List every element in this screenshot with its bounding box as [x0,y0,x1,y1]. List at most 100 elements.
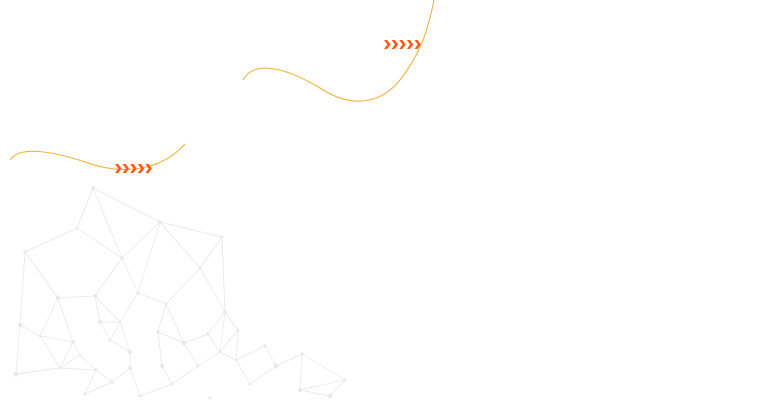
chevron-arrows-upper [384,40,421,49]
network-link [39,297,59,337]
network-link [59,367,97,371]
network-link [84,369,97,395]
network-link [299,389,331,397]
network-node [273,363,279,369]
network-link [119,292,139,323]
network-link [235,345,266,361]
network-link [224,311,239,331]
network-node [13,371,19,377]
network-link [165,267,201,305]
network-link [183,333,209,344]
network-node [236,328,240,332]
network-link [72,341,81,356]
network-node [97,319,103,325]
network-link [111,367,131,383]
network-node [75,226,79,230]
network-node [91,186,95,190]
network-link [299,379,346,391]
network-node [138,394,142,398]
network-node [23,250,27,254]
network-node [208,396,212,400]
network-link [235,359,251,385]
network-node [218,350,222,354]
network-link [59,341,74,369]
network-node [248,382,252,386]
network-link [219,329,239,353]
chevron-right-icon [130,164,137,173]
network-link [15,367,61,375]
network-node [196,364,200,368]
network-link [109,321,121,341]
network-node [136,291,140,295]
network-link [39,335,61,369]
network-link [159,221,201,269]
chevron-right-icon [122,164,130,173]
network-link [161,365,173,385]
network-link [249,365,277,385]
network-mesh [13,186,347,400]
network-node [55,295,61,301]
network-link [76,227,123,259]
network-link [57,295,96,299]
network-link [157,303,167,333]
chevron-arrows-lower [115,164,152,173]
network-node [198,266,202,270]
network-node [327,393,333,399]
network-link [15,324,21,375]
network-link [99,321,111,341]
network-link [94,295,121,323]
network-link [157,331,185,344]
network-node [170,382,174,386]
network-link [79,354,97,371]
network-node [58,366,62,370]
network-link [84,381,113,395]
chevron-right-icon [399,40,406,49]
network-link [94,295,101,323]
network-link [221,236,226,313]
chevron-right-icon [137,164,145,173]
network-link [207,311,226,335]
network-link [76,187,94,229]
network-link [139,383,173,397]
network-link [329,379,346,397]
wavy-curve-lower [9,143,186,170]
network-node [159,363,165,369]
network-link [275,353,303,367]
wavy-curve-upper [242,0,435,102]
network-node [83,392,87,396]
network-link [121,257,139,294]
network-link [171,365,199,385]
chevron-right-icon [391,40,399,49]
network-link [57,297,74,343]
network-link [207,333,221,353]
network-link [92,187,161,223]
network-node [206,332,210,336]
network-node [120,256,124,260]
network-link [24,227,78,253]
chevron-right-icon [406,40,414,49]
network-node [156,330,160,334]
network-link [264,345,277,367]
network-node [118,320,122,324]
network-link [137,292,167,305]
network-link [301,353,346,381]
network-link [129,367,141,397]
network-node [343,378,347,382]
chevron-right-icon [414,40,421,49]
network-link [235,329,239,361]
network-link [199,267,226,313]
network-node [78,353,82,357]
network-node [181,340,187,346]
network-node [110,380,114,384]
network-node [158,220,162,224]
network-node [263,344,267,348]
network-link [299,353,303,391]
network-link [159,221,223,238]
network-node [223,310,227,314]
network-node [127,349,133,355]
chevron-right-icon [384,40,391,49]
network-node [38,334,42,338]
network-node [70,339,76,345]
